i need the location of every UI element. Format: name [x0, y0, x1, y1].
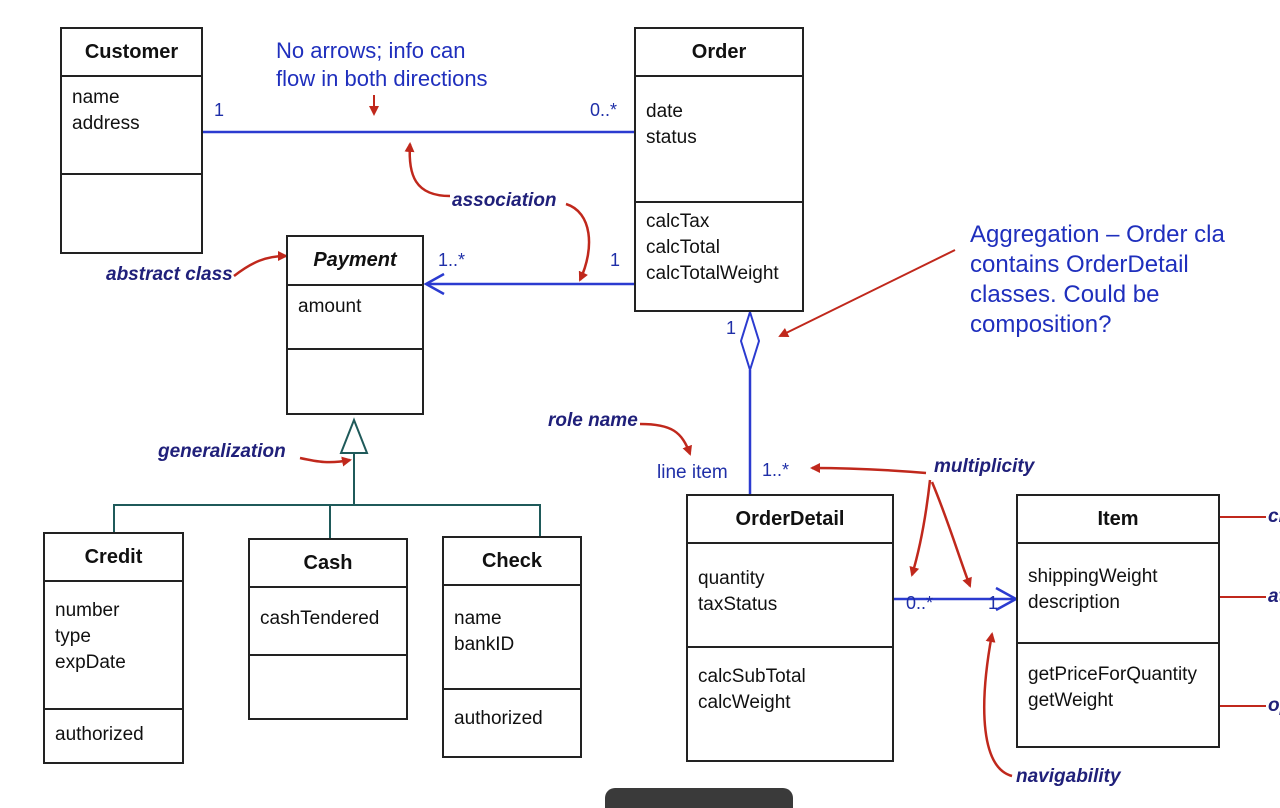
attribute: name [454, 608, 502, 629]
annotation-operations-cut: op [1268, 695, 1280, 716]
annotation-multiplicity: multiplicity [934, 456, 1035, 477]
operation: getPriceForQuantity [1028, 664, 1197, 685]
attribute: amount [298, 296, 362, 317]
role-name-pointer [639, 422, 692, 456]
multiplicity-label: 1 [988, 593, 999, 613]
class-item: Item shippingWeight description getPrice… [1016, 494, 1220, 748]
operations-section: getPriceForQuantity getWeight [1018, 644, 1218, 722]
annotation-generalization: generalization [158, 441, 286, 462]
multiplicity-pointer-left [810, 463, 927, 475]
operation: calcSubTotal [698, 666, 806, 687]
class-name: Check [444, 538, 580, 586]
multiplicity-pointer-mid [909, 479, 932, 577]
multiplicity-label: 1 [610, 250, 621, 270]
attribute: bankID [454, 634, 515, 655]
navigability-pointer [983, 632, 1013, 778]
attribute: status [646, 127, 697, 148]
attribute: address [72, 113, 140, 134]
overlay-tab [605, 788, 793, 808]
operations-section [62, 175, 201, 191]
association-pointer-right [565, 202, 591, 282]
class-name: Credit [45, 534, 182, 582]
aggregation-diamond [739, 308, 761, 374]
annotation-navigability: navigability [1016, 766, 1121, 787]
attribute: shippingWeight [1028, 566, 1158, 587]
attribute: date [646, 101, 683, 122]
class-name: OrderDetail [688, 496, 892, 544]
multiplicity-label: 1..* [438, 250, 466, 270]
association-pointer-left [404, 142, 451, 198]
attributes-section: amount [288, 286, 422, 350]
attributes-section: shippingWeight description [1018, 544, 1218, 644]
attribute: number [55, 600, 120, 621]
annotation-abstract-class: abstract class [106, 264, 233, 285]
attribute: quantity [698, 568, 765, 589]
role-name-value: line item [657, 462, 728, 483]
annotation-role-name: role name [548, 410, 638, 431]
class-cash: Cash cashTendered [248, 538, 408, 720]
generalization-pointer [299, 456, 352, 467]
multiplicity-label: 1..* [762, 460, 790, 480]
operation: calcTotal [646, 237, 720, 258]
operation: authorized [55, 724, 144, 745]
abstract-class-pointer [233, 251, 288, 277]
multiplicity-label: 1 [726, 318, 737, 338]
class-name: Order [636, 29, 802, 77]
attribute: cashTendered [260, 608, 380, 629]
operation: calcWeight [698, 692, 791, 713]
operations-section [288, 350, 422, 366]
class-credit: Credit number type expDate authorized [43, 532, 184, 764]
attributes-section: cashTendered [250, 588, 406, 656]
bidirectional-note: No arrows; info can flow in both directi… [276, 38, 488, 91]
annotation-association: association [452, 190, 557, 211]
operation: getWeight [1028, 690, 1114, 711]
attribute: taxStatus [698, 594, 778, 615]
aggregation-note: Aggregation – Order cla contains OrderDe… [970, 221, 1225, 338]
attributes-section: number type expDate [45, 582, 182, 710]
attribute: description [1028, 592, 1120, 613]
class-payment: Payment amount [286, 235, 424, 415]
class-name: Item [1018, 496, 1218, 544]
annotation-class-cut: cl [1268, 506, 1280, 527]
operations-section: authorized [45, 710, 182, 756]
annotation-attributes-cut: at [1268, 586, 1280, 607]
multiplicity-label: 1 [214, 100, 225, 120]
operation: calcTotalWeight [646, 263, 779, 284]
multiplicity-pointer-right [930, 481, 972, 588]
operations-section [250, 656, 406, 672]
operation: calcTax [646, 211, 710, 232]
class-name: Payment [288, 237, 422, 286]
multiplicity-label: 0..* [906, 593, 934, 613]
attributes-section: quantity taxStatus [688, 544, 892, 648]
navigability-arrowhead-payment [423, 272, 445, 296]
operation: authorized [454, 708, 543, 729]
class-name: Customer [62, 29, 201, 77]
class-orderdetail: OrderDetail quantity taxStatus calcSubTo… [686, 494, 894, 762]
operations-section: authorized [444, 690, 580, 740]
class-name: Cash [250, 540, 406, 588]
class-customer: Customer name address [60, 27, 203, 254]
attributes-section: name bankID [444, 586, 580, 690]
aggregation-note-pointer [778, 249, 956, 337]
attribute: expDate [55, 652, 126, 673]
attributes-section: date status [636, 77, 802, 203]
multiplicity-label: 0..* [590, 100, 618, 120]
attributes-section: name address [62, 77, 201, 175]
class-check: Check name bankID authorized [442, 536, 582, 758]
operations-section: calcSubTotal calcWeight [688, 648, 892, 724]
attribute: name [72, 87, 120, 108]
class-order: Order date status calcTax calcTotal calc… [634, 27, 804, 312]
generalization-triangle [339, 417, 369, 454]
operations-section: calcTax calcTotal calcTotalWeight [636, 203, 802, 295]
attribute: type [55, 626, 91, 647]
